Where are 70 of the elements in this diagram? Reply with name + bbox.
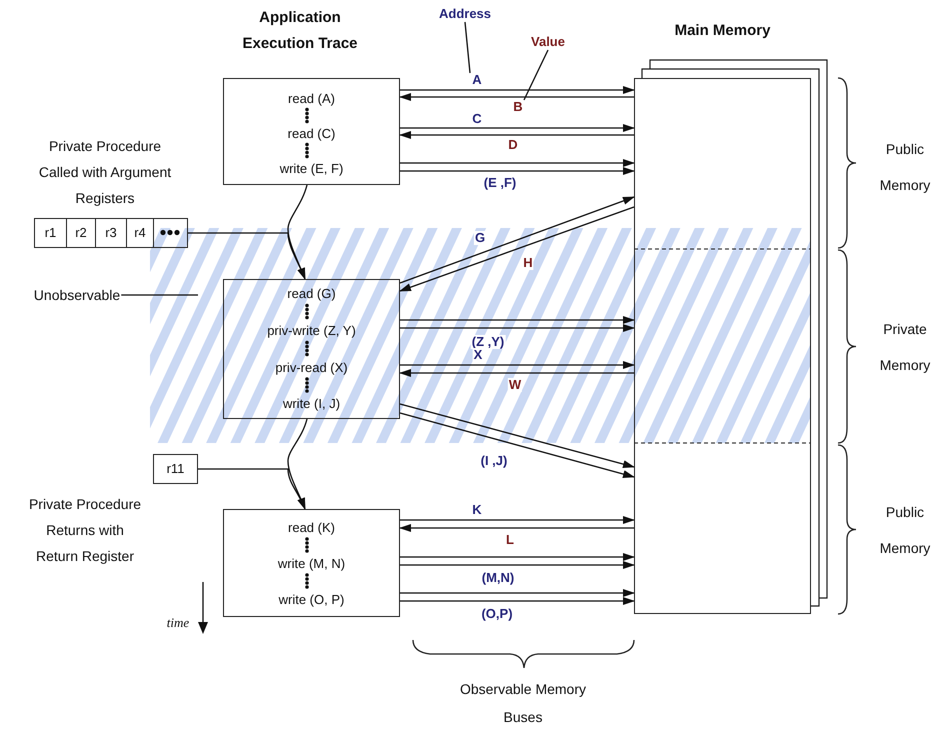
- edge-label: (E ,F): [482, 176, 518, 190]
- edge-label: (I ,J): [480, 454, 508, 468]
- edge-label: (Z ,Y): [470, 335, 506, 349]
- arrow: [400, 159, 635, 167]
- register-cell: r3: [95, 218, 127, 248]
- edge-label: (M,N): [480, 571, 516, 585]
- operation-text: write (I, J): [282, 396, 342, 412]
- annotation-text: Unobservable: [34, 287, 120, 303]
- annotation-text: Public Memory: [878, 140, 932, 195]
- edge-label: W: [508, 378, 522, 392]
- leader-line: [464, 22, 471, 74]
- operation-text: read (G): [286, 286, 337, 302]
- process-box: [223, 509, 400, 617]
- arrow: [399, 206, 634, 292]
- heading: Application Execution Trace: [241, 8, 359, 54]
- annotation-text: Public Memory: [878, 503, 932, 558]
- arrow: [400, 361, 635, 369]
- arrow: [198, 468, 306, 510]
- annotation-text: Private Procedure Called with Argument Registers: [38, 137, 172, 208]
- edge-label: K: [471, 503, 483, 517]
- operation-text: priv-write (Z, Y): [266, 323, 357, 339]
- edge-label: (O,P): [480, 607, 514, 621]
- arrow: [400, 561, 635, 569]
- process-box: [223, 78, 400, 185]
- operation-text: write (M, N): [276, 556, 346, 572]
- register-cell: r11: [153, 454, 198, 484]
- register-cell: r4: [126, 218, 154, 248]
- arrow: [400, 86, 635, 94]
- annotation-text: Address: [438, 6, 492, 22]
- operation-text: write (O, P): [278, 592, 346, 608]
- leader-line: [523, 50, 549, 100]
- arrow: [400, 412, 635, 478]
- register-cell: r2: [66, 218, 96, 248]
- edge-label: G: [474, 231, 486, 245]
- arrow: [400, 403, 635, 468]
- arrow: [399, 369, 634, 377]
- edge-label: A: [471, 73, 483, 87]
- operation-text: write (E, F): [278, 161, 344, 177]
- leader-line: [121, 294, 198, 296]
- annotation-text: Observable Memory Buses: [458, 680, 588, 727]
- heading: Main Memory: [674, 22, 770, 39]
- edge-label: D: [507, 138, 519, 152]
- edge-label: L: [505, 533, 515, 547]
- edge-label: B: [512, 100, 524, 114]
- operation-text: priv-read (X): [274, 360, 349, 376]
- arrow: [400, 196, 635, 284]
- axis-label: time: [166, 614, 190, 632]
- edge-label: X: [472, 348, 484, 362]
- operation-text: read (A): [287, 91, 336, 107]
- arrow: [399, 524, 634, 532]
- register-cell: r1: [34, 218, 67, 248]
- arrow: [400, 553, 635, 561]
- arrow: [399, 131, 634, 139]
- annotation-text: Value: [531, 34, 565, 50]
- operation-text: read (K): [287, 520, 336, 536]
- arrow: [400, 167, 635, 175]
- annotation-text: Private Procedure Returns with Return Register: [28, 495, 142, 566]
- arrow: [400, 597, 635, 605]
- annotation-text: Private Memory: [878, 320, 932, 375]
- edge-label: H: [522, 256, 534, 270]
- operation-text: read (C): [286, 126, 336, 142]
- edge-label: C: [471, 112, 483, 126]
- arrow: [400, 124, 635, 132]
- arrow: [399, 93, 634, 101]
- process-box: [223, 279, 400, 419]
- arrow: [188, 232, 306, 280]
- arrow: [400, 316, 635, 324]
- arrow: [400, 516, 635, 524]
- arrow: [400, 324, 635, 332]
- arrow: [400, 589, 635, 597]
